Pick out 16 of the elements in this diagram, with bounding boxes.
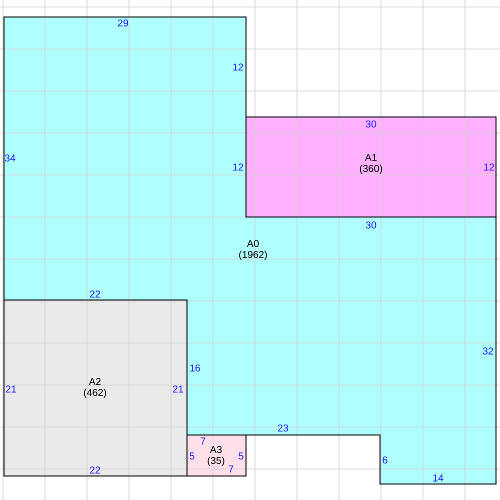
dimension-label: 7 <box>228 466 234 472</box>
dimension-label: 29 <box>118 19 128 27</box>
dimension-label: 7 <box>200 438 206 444</box>
dimension-label: 21 <box>6 386 16 392</box>
dimension-label: 5 <box>190 452 194 460</box>
dimension-label: 30 <box>366 120 376 128</box>
dimension-label: 22 <box>90 466 100 474</box>
dimension-label: 12 <box>484 164 494 170</box>
dimension-label: 34 <box>4 154 16 162</box>
dimension-label: 14 <box>433 474 444 482</box>
dimension-label: 12 <box>233 64 244 70</box>
dimension-label: 6 <box>382 456 388 464</box>
dimension-label: 23 <box>278 424 288 432</box>
dimension-label: 32 <box>482 347 494 355</box>
dimension-label: 5 <box>238 452 244 460</box>
dimension-label: 21 <box>172 386 184 392</box>
